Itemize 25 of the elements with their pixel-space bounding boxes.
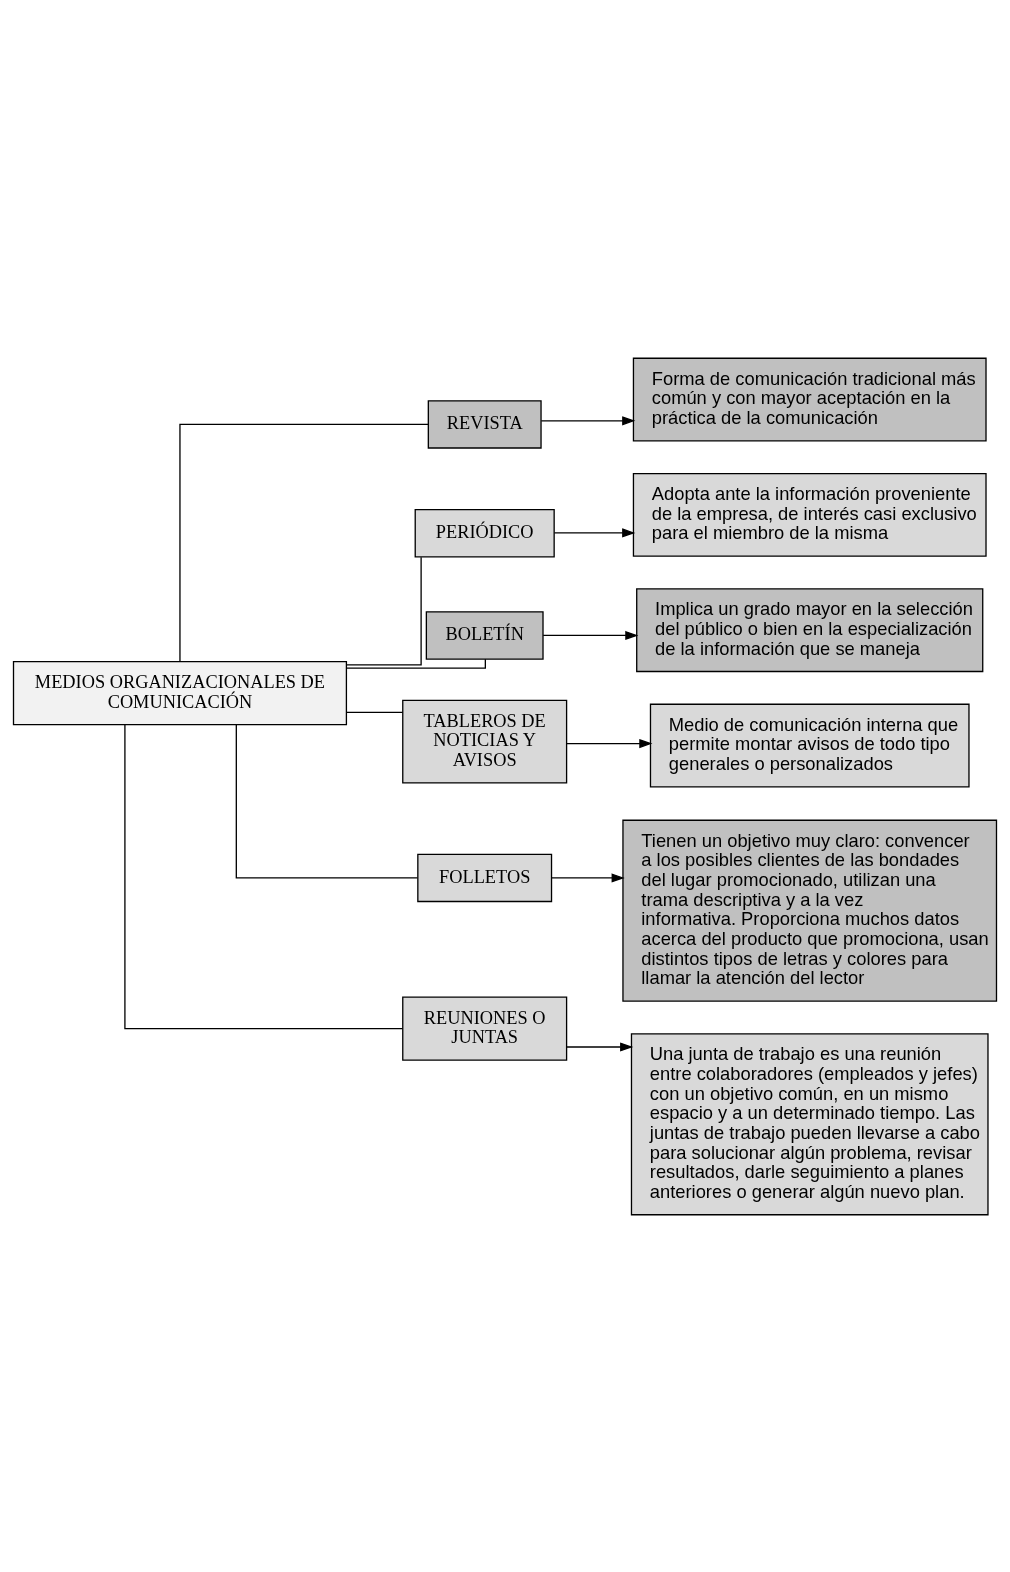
node-box: Tienen un objetivo muy claro: convencer a los posibles clientes de las bondades del lugar promocionado, utilizan una trama descriptiva y a la vez informativa. Proporciona muchos datos acerca del producto que promociona, usan distintos tipos de letras y colores para llamar la atención del lector — [622, 819, 998, 1002]
node-box: PERIÓDICO — [414, 508, 555, 557]
arrow — [540, 415, 636, 425]
node-box: Medio de comunicación interna que permite montar avisos de todo tipo generales o personalizados — [649, 703, 970, 787]
arrow — [566, 1041, 634, 1052]
connector — [345, 658, 486, 669]
connector — [179, 423, 429, 662]
node-box: MEDIOS ORGANIZACIONALES DE COMUNICACIÓN — [12, 660, 348, 725]
arrow — [566, 738, 653, 748]
node-box: Implica un grado mayor en la selección del público o bien en la especialización de la información que se maneja — [636, 587, 984, 672]
node-box: FOLLETOS — [417, 853, 553, 902]
connector — [124, 723, 404, 1029]
node-box: REVISTA — [427, 399, 542, 449]
node-box: Forma de comunicación tradicional más común y con mayor aceptación en la práctica de la comunicación — [632, 357, 987, 441]
node-box: Adopta ante la información proveniente de la empresa, de interés casi exclusivo para el miembro de la misma — [632, 472, 987, 557]
arrow — [551, 872, 625, 882]
connector — [235, 723, 419, 879]
node-box: Una junta de trabajo es una reunión entre colaboradores (empleados y jefes) con un objetivo común, en un mismo espacio y a un determinado tiempo. Las juntas de trabajo pueden llevarse a cabo para solucionar algún problema, revisar resultados, darle seguimiento a planes anteriores o generar algún nuevo plan. — [630, 1032, 989, 1215]
arrow — [553, 527, 636, 537]
node-box: REUNIONES O JUNTAS — [402, 996, 568, 1061]
node-box: TABLEROS DE NOTICIAS Y AVISOS — [402, 699, 568, 784]
connector — [345, 556, 422, 666]
arrow — [542, 630, 639, 640]
connector — [345, 711, 404, 713]
node-box: BOLETÍN — [425, 610, 544, 660]
